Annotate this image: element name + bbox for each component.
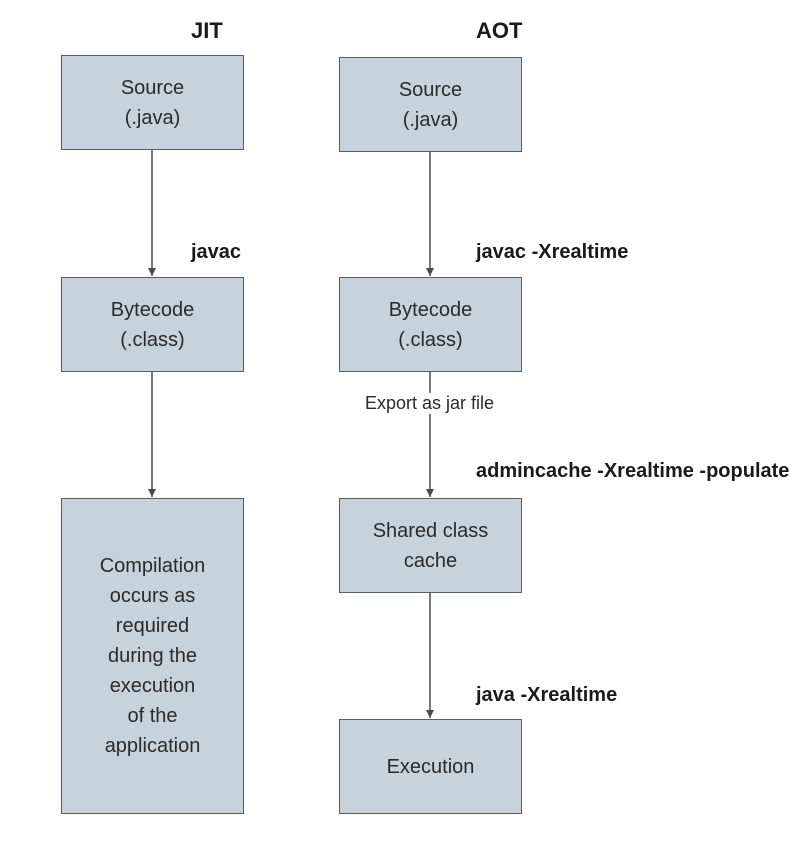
jit-header: JIT — [191, 18, 223, 43]
execution-label: Execution — [386, 755, 475, 778]
aot-source-ext: (.java) — [402, 108, 459, 131]
jit-compilation-box: Compilation occurs as required during th… — [61, 498, 244, 814]
jit-compilation-line: execution — [109, 675, 196, 697]
aot-bytecode-box: Bytecode (.class) — [339, 277, 522, 372]
jit-source-label: Source — [120, 76, 185, 99]
shared-class-cache-label: cache — [403, 549, 458, 572]
jit-compilation-line: occurs as — [109, 585, 196, 607]
shared-class-cache-label: Shared class — [372, 519, 489, 542]
admincache-command: admincache -Xrealtime -populate — [476, 460, 790, 482]
jit-bytecode-box: Bytecode (.class) — [61, 277, 244, 372]
jit-source-box: Source (.java) — [61, 55, 244, 150]
jit-bytecode-ext: (.class) — [120, 328, 185, 351]
java-xrealtime-command: java -Xrealtime — [476, 684, 618, 706]
shared-class-cache-box: Shared class cache — [339, 498, 522, 593]
jit-javac-command: javac — [191, 241, 242, 263]
jit-source-ext: (.java) — [124, 106, 181, 129]
aot-bytecode-ext: (.class) — [398, 328, 463, 351]
export-jar-note: Export as jar file — [361, 393, 499, 414]
jit-compilation-line: during the — [108, 645, 197, 667]
jit-compilation-line: of the — [127, 705, 178, 727]
aot-javac-xrealtime-command: javac -Xrealtime — [476, 241, 629, 263]
execution-box: Execution — [339, 719, 522, 814]
aot-header: AOT — [476, 18, 523, 43]
aot-source-box: Source (.java) — [339, 57, 522, 152]
jit-bytecode-label: Bytecode — [110, 298, 195, 321]
aot-source-label: Source — [398, 78, 463, 101]
jit-compilation-line: application — [104, 735, 201, 757]
jit-compilation-line: Compilation — [99, 555, 206, 577]
jit-compilation-line: required — [115, 615, 190, 637]
aot-bytecode-label: Bytecode — [388, 298, 473, 321]
